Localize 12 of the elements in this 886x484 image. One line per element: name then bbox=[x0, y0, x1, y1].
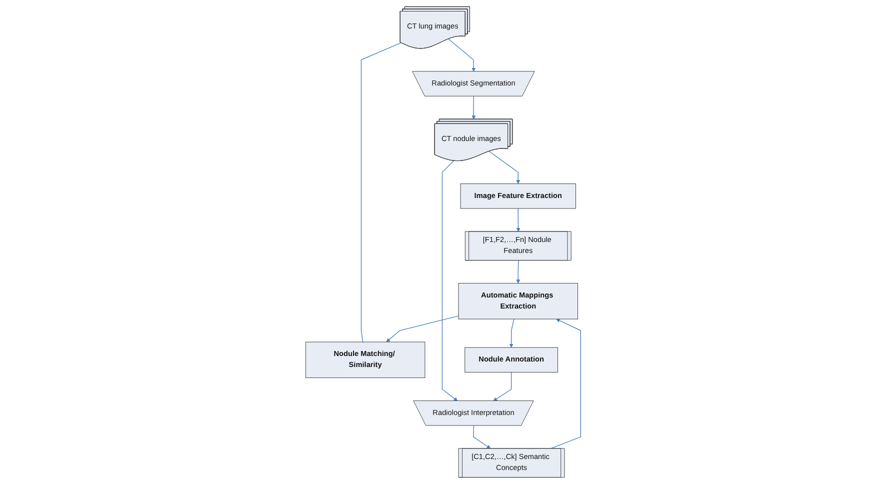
arrow bbox=[516, 260, 520, 284]
arrow bbox=[516, 208, 520, 232]
arrow bbox=[493, 372, 512, 402]
arrow bbox=[442, 160, 458, 402]
arrow bbox=[386, 316, 459, 342]
arrow bbox=[509, 318, 514, 348]
connector bbox=[360, 42, 402, 342]
arrow bbox=[472, 425, 491, 449]
arrow bbox=[448, 38, 476, 72]
arrow bbox=[488, 151, 520, 184]
arrow bbox=[550, 318, 581, 449]
arrow bbox=[471, 96, 476, 120]
